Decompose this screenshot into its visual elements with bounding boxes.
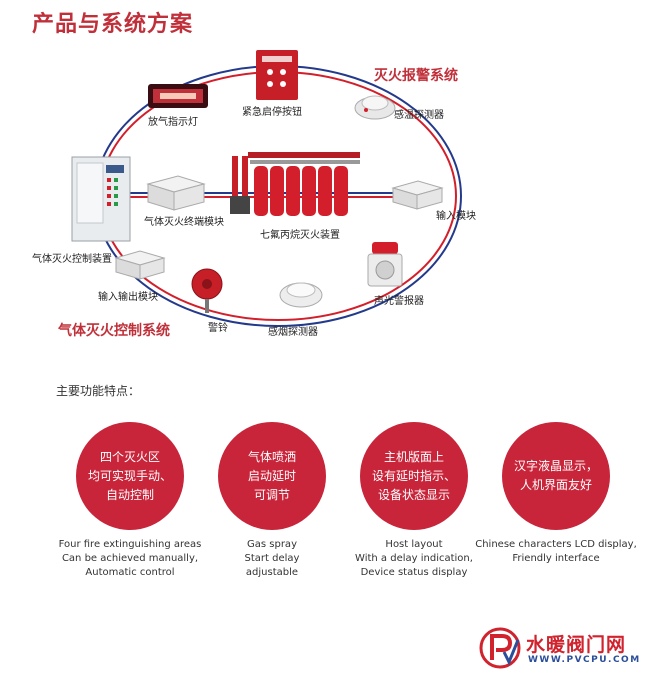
caption-input-module: 输入模块	[436, 211, 476, 222]
page-title: 产品与系统方案	[32, 12, 194, 37]
caption-io-module: 输入输出模块	[98, 292, 158, 303]
terminal-module-icon	[146, 175, 206, 211]
io-module-icon	[114, 250, 166, 280]
features-heading: 主要功能特点：	[56, 384, 141, 398]
caption-controller: 气体灭火控制装置	[32, 254, 112, 265]
release-indicator-light-icon	[148, 84, 208, 108]
logo-url: WWW.PVCPU.COM	[528, 655, 641, 665]
caption-terminal-module: 气体灭火终端模块	[144, 217, 224, 228]
feature-desc-3: Host layout With a delay indication, Dev…	[355, 539, 473, 578]
smoke-detector-icon	[279, 282, 323, 308]
alarm-bell-icon	[191, 268, 223, 313]
caption-heat-detector: 感温探测器	[394, 110, 444, 121]
caption-release-light: 放气指示灯	[148, 117, 198, 128]
feature-circle-1: 四个灭火区 均可实现手动、 自动控制	[76, 422, 184, 530]
feature-circle-3: 主机版面上 设有延时指示、 设备状态显示	[360, 422, 468, 530]
feature-desc-2: Gas spray Start delay adjustable	[244, 539, 300, 578]
feature-desc-4: Chinese characters LCD display, Friendly…	[475, 539, 637, 564]
sound-light-alarm-icon	[367, 242, 403, 287]
feature-circle-4: 汉字液晶显示， 人机界面友好	[502, 422, 610, 530]
alarm-system-label: 灭火报警系统	[374, 68, 458, 84]
control-system-label: 气体灭火控制系统	[58, 323, 170, 339]
emergency-button-icon	[256, 50, 298, 100]
heptafluoropropane-unit-icon	[230, 152, 360, 216]
caption-smoke-detector: 感烟探测器	[268, 327, 318, 338]
input-module-icon	[391, 180, 444, 210]
system-diagram	[71, 50, 462, 327]
caption-bell: 警铃	[208, 323, 228, 334]
caption-heptafluoro-unit: 七氟丙烷灭火装置	[260, 230, 340, 241]
logo-text: 水暖阀门网	[526, 634, 627, 656]
caption-emergency-button: 紧急启停按钮	[242, 107, 302, 118]
caption-sound-light-alarm: 声光警报器	[374, 296, 424, 307]
feature-circle-2: 气体喷洒 启动延时 可调节	[218, 422, 326, 530]
feature-desc-1: Four fire extinguishing areas Can be ach…	[58, 539, 202, 578]
pvcpu-logo-icon	[479, 627, 521, 669]
controller-cabinet-icon	[71, 156, 131, 242]
heat-detector-icon	[354, 95, 396, 120]
